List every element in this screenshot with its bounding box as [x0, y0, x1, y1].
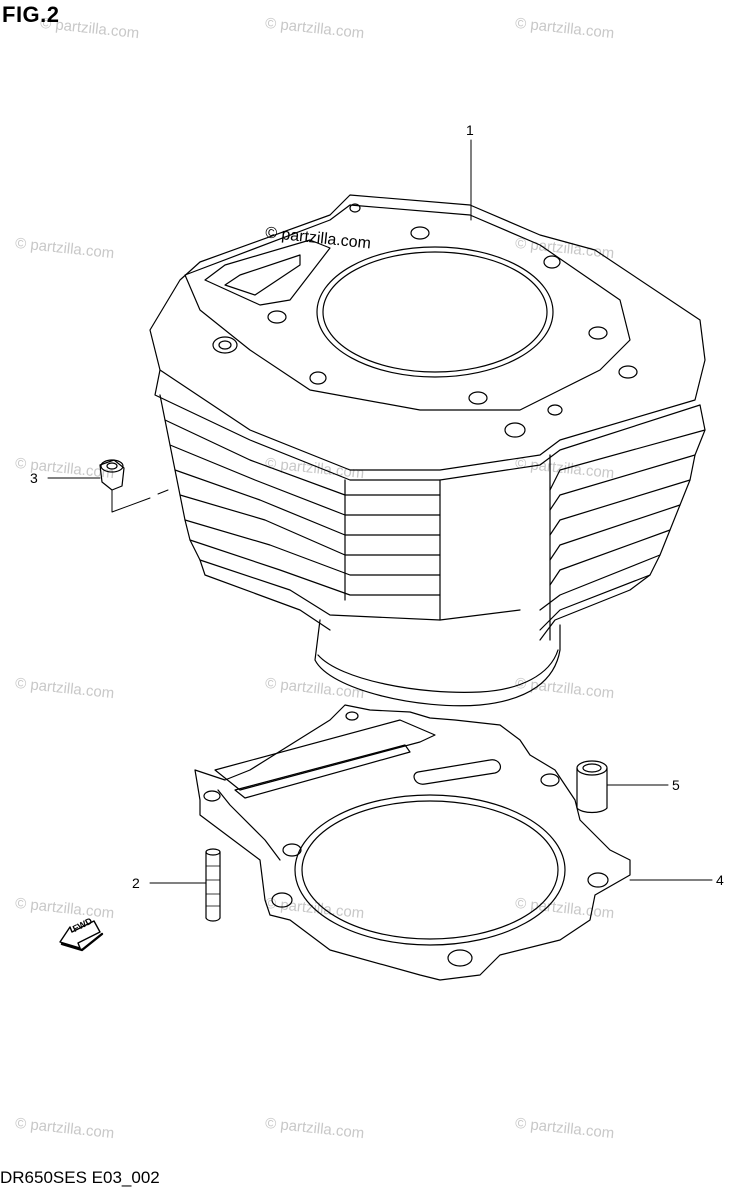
bolt-part[interactable] [47, 459, 169, 513]
callout-label-4: 4 [716, 872, 724, 888]
figure-title: FIG.2 [2, 2, 60, 27]
dowel-pin-upper-part[interactable] [576, 760, 669, 814]
callout-label-1: 1 [466, 122, 474, 138]
base-gasket-part[interactable] [194, 704, 713, 981]
model-code-label: DR650SES E03_002 [0, 1168, 160, 1187]
cylinder-part[interactable] [149, 139, 706, 707]
stud-pin-part[interactable] [149, 848, 221, 922]
callout-label-2: 2 [132, 875, 140, 891]
callout-label-5: 5 [672, 777, 680, 793]
callout-label-3: 3 [30, 470, 38, 486]
fwd-arrow-icon [59, 920, 104, 952]
